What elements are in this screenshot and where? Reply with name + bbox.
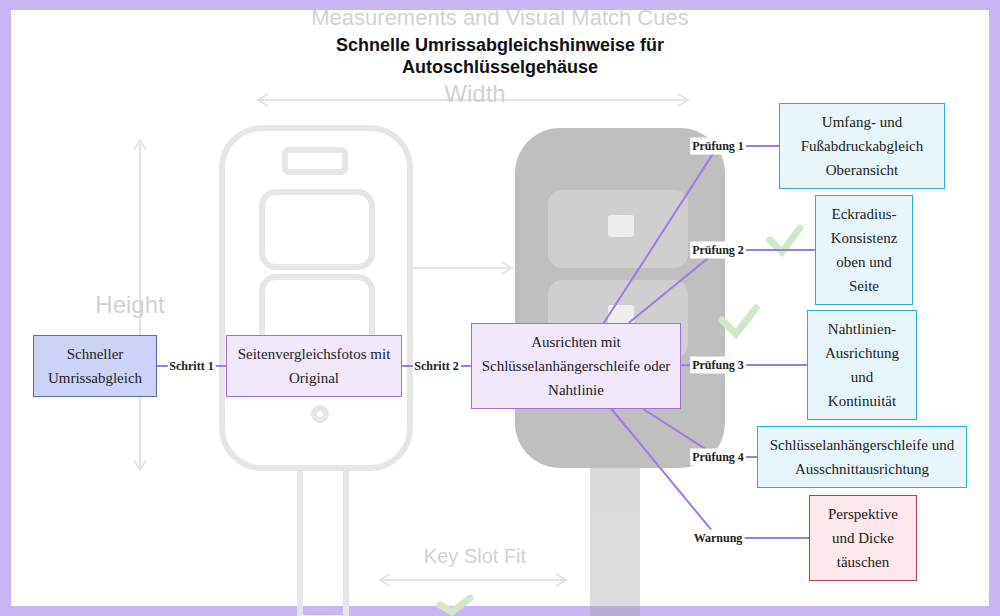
key-housing bbox=[222, 128, 410, 468]
compare-line bbox=[410, 267, 512, 269]
process-box: Umfang- und Fußabdruckabgleich Oberansic… bbox=[779, 103, 945, 189]
check-mark bbox=[722, 308, 756, 334]
key-blade bbox=[590, 468, 640, 616]
warning-box: Perspektive und Dicke täuschen bbox=[809, 495, 917, 581]
original-key-outline bbox=[222, 128, 410, 616]
diagram-title: Schnelle Umrissabgleichshinweise für Aut… bbox=[280, 34, 720, 78]
arrow-head bbox=[380, 574, 390, 586]
connector-line bbox=[629, 250, 815, 323]
process-box: Schneller Umrissabgleich bbox=[33, 335, 157, 397]
watermark-label: Width bbox=[444, 80, 505, 108]
lock-icon bbox=[608, 215, 634, 237]
box-text: Schneller Umrissabgleich bbox=[42, 342, 148, 390]
arrow-head bbox=[134, 460, 146, 470]
watermark-label: Height bbox=[95, 291, 164, 319]
canvas-ground bbox=[11, 10, 989, 606]
process-box: Nahtlinien-Ausrichtung und Kontinuität bbox=[807, 310, 917, 420]
key-blade bbox=[300, 468, 346, 616]
box-text: Perspektive und Dicke täuschen bbox=[818, 502, 908, 574]
arrow-head bbox=[502, 262, 512, 274]
edge-label: Prüfung 1 bbox=[690, 138, 746, 155]
key-button bbox=[262, 192, 372, 267]
box-text: Nahtlinien-Ausrichtung und Kontinuität bbox=[816, 317, 908, 413]
connector-line bbox=[604, 146, 779, 323]
edge-label: Prüfung 2 bbox=[690, 242, 746, 259]
box-text: Schlüsselanhängerschleife und Ausschnitt… bbox=[766, 433, 958, 481]
arrow-head bbox=[678, 94, 688, 106]
watermark-label: Measurements and Visual Match Cues bbox=[311, 5, 688, 31]
key-button bbox=[548, 190, 688, 268]
edge-label: Prüfung 4 bbox=[690, 449, 746, 466]
arrow-head bbox=[556, 574, 566, 586]
arrow-head bbox=[258, 94, 268, 106]
process-box: Ausrichten mit Schlüsselanhängerschleife… bbox=[471, 323, 681, 409]
arrow-head bbox=[134, 140, 146, 150]
box-text: Umfang- und Fußabdruckabgleich Oberansic… bbox=[788, 110, 936, 182]
edge-label: Schritt 1 bbox=[167, 358, 215, 375]
check-mark bbox=[770, 228, 800, 252]
process-box: Schlüsselanhängerschleife und Ausschnitt… bbox=[757, 426, 967, 488]
edge-label: Prüfung 3 bbox=[690, 357, 746, 374]
box-text: Seitenvergleichsfotos mit Original bbox=[235, 342, 393, 390]
edge-label: Warnung bbox=[692, 530, 745, 547]
process-box: Seitenvergleichsfotos mit Original bbox=[226, 335, 402, 397]
edge-label: Schritt 2 bbox=[412, 358, 460, 375]
box-text: Ausrichten mit Schlüsselanhängerschleife… bbox=[480, 330, 672, 402]
process-box: Eckradius-Konsistenz oben und Seite bbox=[815, 195, 913, 305]
check-mark bbox=[440, 598, 470, 612]
watermark-label: Key Slot Fit bbox=[424, 545, 526, 568]
box-text: Eckradius-Konsistenz oben und Seite bbox=[824, 202, 904, 298]
key-led bbox=[314, 408, 326, 420]
slot-line bbox=[380, 579, 566, 581]
key-slot bbox=[285, 150, 345, 172]
